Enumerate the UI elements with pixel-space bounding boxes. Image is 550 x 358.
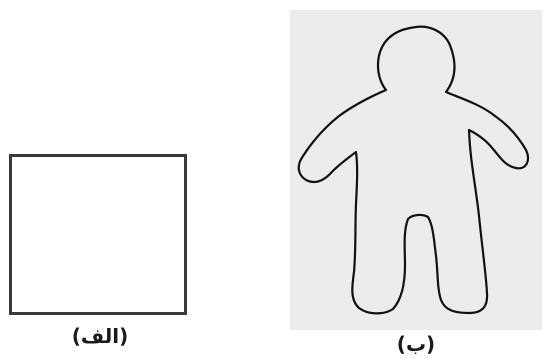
human-body-outline [299, 27, 528, 314]
caption-figure-a: (الف) [50, 326, 150, 346]
square-outline-figure [9, 154, 187, 315]
human-outline-svg [290, 10, 542, 330]
human-outline-figure [290, 10, 542, 330]
caption-figure-b: (ب) [366, 334, 466, 354]
